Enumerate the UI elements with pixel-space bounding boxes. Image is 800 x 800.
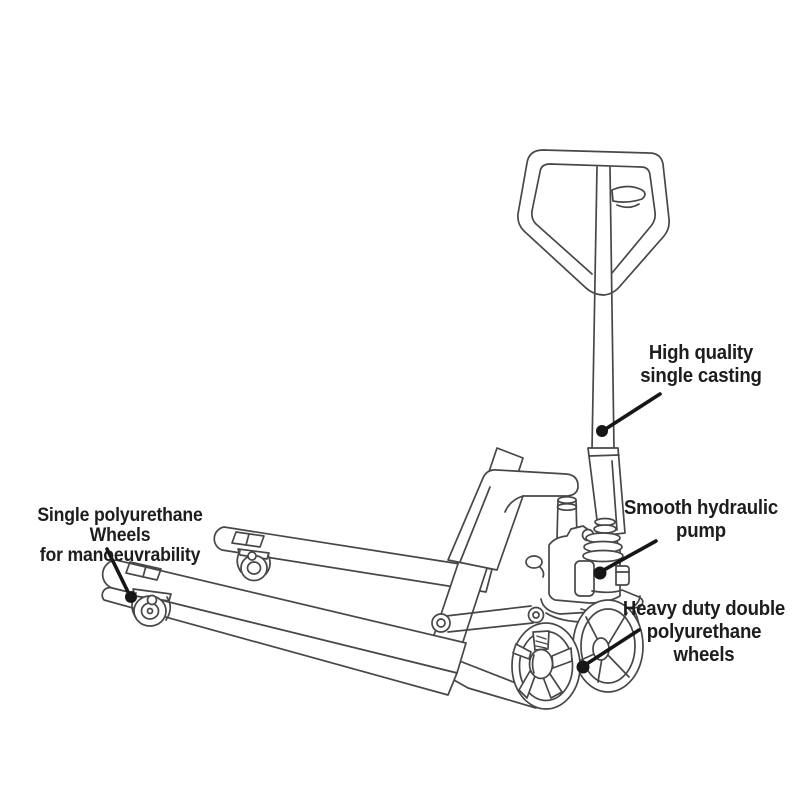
label-hydraulic-pump: Smooth hydraulic pump xyxy=(623,497,779,542)
fork-far xyxy=(213,526,493,593)
leader-dot xyxy=(593,566,607,580)
pump-piston-rings xyxy=(582,517,624,563)
leader-single-casting xyxy=(596,392,662,437)
mast-single-casting xyxy=(587,166,626,537)
steering-link-arm xyxy=(431,605,545,633)
release-lever xyxy=(611,185,646,203)
label-double-wheels: Heavy duty double polyurethane wheels xyxy=(622,598,786,666)
rear-wheel-near xyxy=(511,622,581,710)
leader-double-wheels xyxy=(576,628,641,674)
leader-dot xyxy=(596,425,608,437)
leader-single-wheels xyxy=(105,547,137,603)
label-single-wheels: Single polyurethane Wheels for manoeuvra… xyxy=(37,505,203,566)
front-caster-near xyxy=(131,588,172,627)
front-caster-far xyxy=(236,548,271,582)
leader-hydraulic-pump xyxy=(593,539,658,580)
fork-near xyxy=(101,559,467,696)
carriage-arch xyxy=(447,469,579,571)
handle-loop xyxy=(517,149,670,296)
leader-dot xyxy=(576,660,590,674)
label-single-casting: High quality single casting xyxy=(640,342,762,387)
leader-dot xyxy=(125,591,137,603)
